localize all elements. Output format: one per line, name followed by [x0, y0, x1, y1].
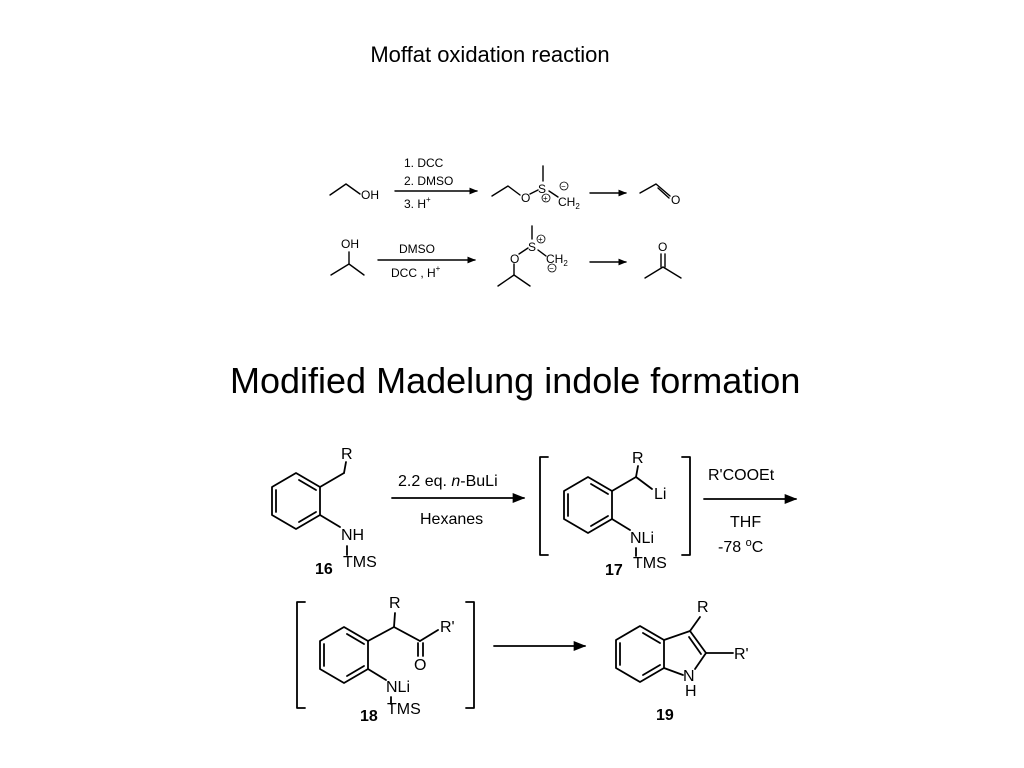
compound-18-o-label: O: [414, 657, 426, 674]
moffat-title: Moffat oxidation reaction: [370, 42, 610, 67]
compound-18-bracket-right: [465, 601, 475, 709]
ethanol-bonds: [329, 183, 361, 196]
acetaldehyde-bonds: [639, 183, 671, 197]
compound-18-tms-label: TMS: [387, 701, 421, 718]
compound-18-r-label: R: [389, 595, 401, 612]
compound-17-li-label: Li: [654, 486, 666, 503]
compound-18-nli-label: NLi: [386, 679, 410, 696]
isopropanol-oh-label: OH: [341, 237, 359, 251]
isopropanol-bonds: [330, 263, 365, 276]
madelung-title: Modified Madelung indole formation: [230, 360, 801, 401]
compound-17-r-label: R: [632, 450, 644, 467]
moffat-reaction-1: OH 1. DCC 2. DMSO 3. H+ O S + − CH2 O: [329, 156, 680, 211]
condition-acid: 3. H+: [404, 195, 431, 211]
compound-19-number: 19: [656, 707, 674, 724]
compound-19-h-label: H: [685, 683, 697, 700]
intermediate-2-plus-charge: +: [538, 235, 543, 244]
step-1-solvent: Hexanes: [420, 511, 483, 528]
compound-18-bracket-left: [296, 601, 306, 709]
intermediate-2-minus-charge: −: [549, 264, 554, 273]
acetone-o-label: O: [658, 240, 667, 254]
compound-17-bracket-left: [539, 456, 549, 556]
intermediate-1-o-label: O: [521, 191, 530, 205]
step-1-reagent: 2.2 eq. n-BuLi: [398, 473, 498, 490]
condition-dmso-2: DMSO: [399, 242, 435, 256]
compound-16: R NH TMS 16: [271, 446, 377, 578]
compound-19-r-label: R: [697, 599, 709, 616]
compound-17-number: 17: [605, 562, 623, 579]
intermediate-2-isopropyl-bonds: [497, 274, 531, 287]
intermediate-1-s-label: S: [538, 182, 546, 196]
compound-19: N H R R' 19: [615, 599, 749, 724]
compound-17-nli-label: NLi: [630, 530, 654, 547]
ethanol-oh-label: OH: [361, 188, 379, 202]
step-2-reagent: R'COOEt: [708, 467, 775, 484]
compound-17-benzene-ring: [563, 476, 613, 534]
madelung-step-2: R'COOEt THF -78 oC: [703, 467, 798, 556]
intermediate-2-s-label: S: [528, 240, 536, 254]
compound-17-bracket-right: [681, 456, 691, 556]
compound-17: R Li NLi TMS 17: [539, 450, 691, 579]
compound-16-r-label: R: [341, 446, 353, 463]
moffat-reaction-2: OH DMSO DCC , H+ O S + CH2 − O: [330, 225, 682, 287]
compound-19-rprime-label: R': [734, 646, 749, 663]
intermediate-1-ethyl-bonds: [491, 185, 521, 197]
step-2-solvent: THF: [730, 514, 761, 531]
intermediate-1-plus-charge: +: [543, 194, 548, 203]
compound-18: R R' O NLi TMS 18: [296, 595, 475, 725]
step-2-temperature: -78 oC: [718, 537, 763, 556]
compound-16-number: 16: [315, 561, 333, 578]
compound-16-tms-label: TMS: [343, 554, 377, 571]
compound-18-rprime-label: R': [440, 619, 455, 636]
compound-18-benzene-ring: [319, 626, 369, 684]
intermediate-2-ch2-label: CH2: [546, 252, 568, 268]
intermediate-1-minus-charge: −: [561, 182, 566, 191]
acetone-bonds: [644, 266, 682, 279]
compound-16-nh-label: NH: [341, 527, 364, 544]
intermediate-2-o-label: O: [510, 252, 519, 266]
compound-17-tms-label: TMS: [633, 555, 667, 572]
intermediate-1-ch2-label: CH2: [558, 195, 580, 211]
compound-19-n-label: N: [683, 668, 695, 685]
compound-19-benzene-ring: [615, 625, 665, 683]
condition-dcc: 1. DCC: [404, 156, 444, 170]
condition-dmso: 2. DMSO: [404, 174, 453, 188]
condition-dcc-acid: DCC , H+: [391, 264, 441, 280]
compound-16-benzene-ring: [271, 472, 321, 530]
compound-18-number: 18: [360, 708, 378, 725]
madelung-step-1: 2.2 eq. n-BuLi Hexanes: [391, 473, 526, 528]
acetaldehyde-o-label: O: [671, 193, 680, 207]
